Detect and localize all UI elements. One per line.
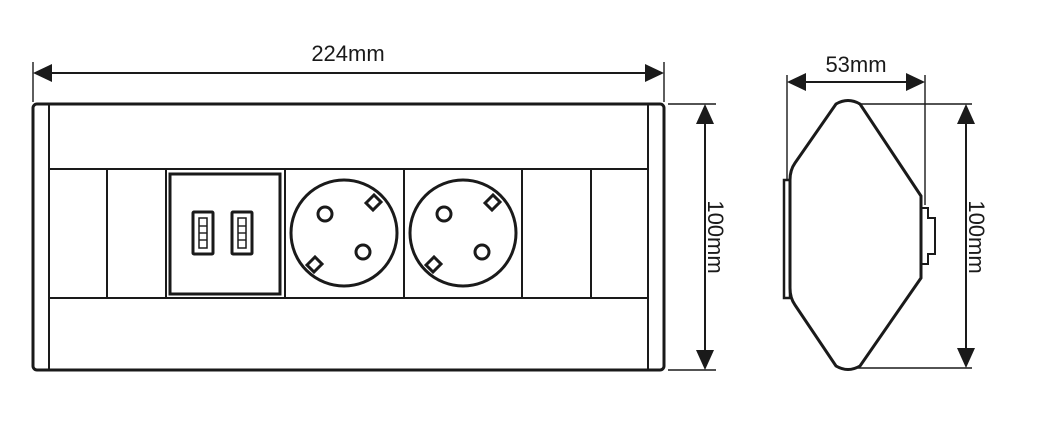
schuko-socket: [289, 178, 399, 288]
socket-pin-hole: [354, 243, 372, 261]
housing-outline: [31, 102, 666, 372]
depth-dimension: 53mm: [786, 52, 926, 205]
socket-pin-hole: [473, 243, 491, 261]
usb-port-outline: [191, 210, 215, 256]
width-dimension: 224mm: [32, 41, 665, 102]
socket-face: [289, 178, 399, 288]
socket-face: [408, 178, 518, 288]
side-height-arrow-bottom: [957, 348, 975, 368]
width-arrow-left: [33, 64, 52, 82]
socket-earth-clip: [363, 192, 384, 213]
side-height-label: 100mm: [964, 200, 989, 273]
height-arrow-bottom: [696, 350, 714, 370]
width-label: 224mm: [311, 41, 384, 66]
depth-arrow-right: [906, 73, 925, 91]
side-profile: [782, 99, 972, 371]
usb-module-frame: [168, 172, 282, 296]
usb-module: [168, 172, 282, 296]
profile-mount-clip: [921, 207, 936, 265]
usb-port-outline: [230, 210, 254, 256]
socket-earth-clip: [304, 254, 325, 275]
socket-earth-clip: [423, 254, 444, 275]
front-height-label: 100mm: [703, 200, 728, 273]
profile-front-lip: [782, 178, 792, 300]
usb-port: [230, 210, 254, 256]
profile-outline: [788, 99, 923, 371]
height-arrow-top: [696, 104, 714, 124]
socket-pin-hole: [435, 205, 453, 223]
side-view: 53mm 100mm: [782, 52, 989, 371]
width-arrow-right: [645, 64, 664, 82]
usb-port: [191, 210, 215, 256]
front-housing: [31, 102, 666, 372]
schuko-socket: [408, 178, 518, 288]
socket-earth-clip: [482, 192, 503, 213]
depth-label: 53mm: [825, 52, 886, 77]
depth-arrow-left: [787, 73, 806, 91]
side-height-arrow-top: [957, 104, 975, 124]
front-view: 224mm: [31, 41, 728, 372]
front-height-dimension: 100mm: [668, 103, 728, 371]
socket-pin-hole: [316, 205, 334, 223]
side-height-dimension: 100mm: [957, 104, 989, 368]
